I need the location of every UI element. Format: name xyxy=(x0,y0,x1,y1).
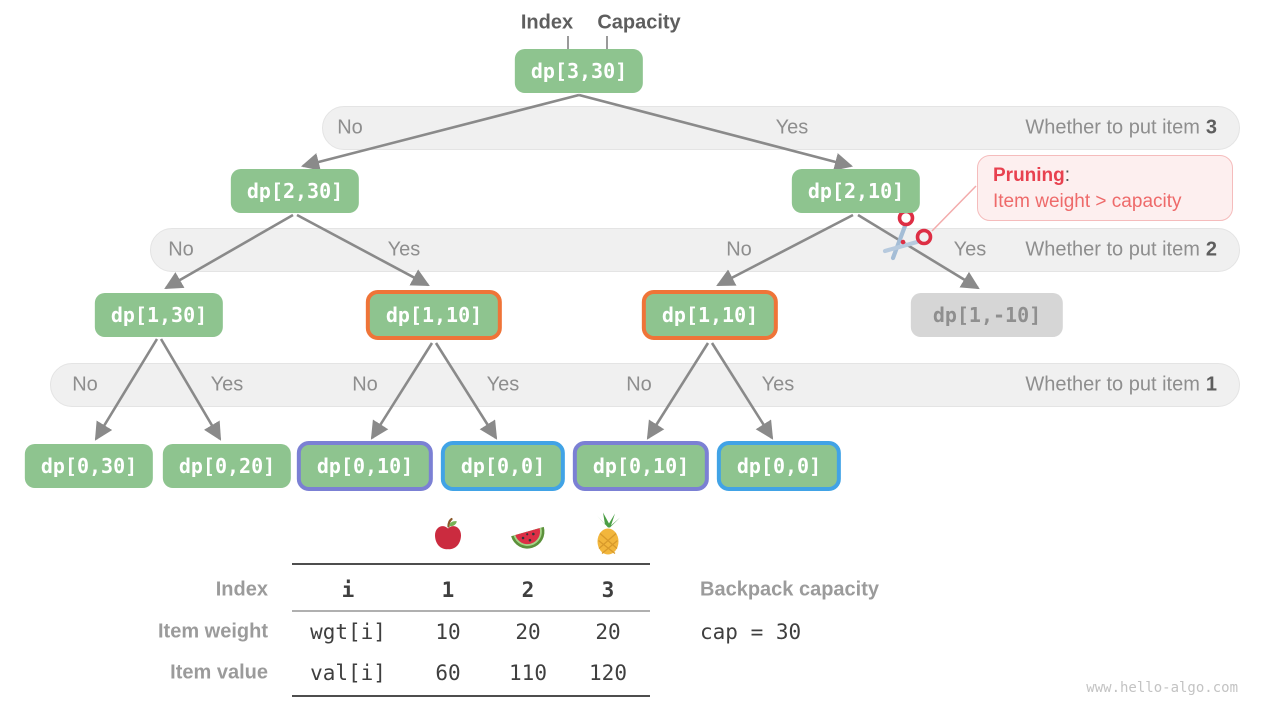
table-cell: 60 xyxy=(435,661,461,685)
table-cell: 120 xyxy=(589,661,627,685)
band-label-yes: Yes xyxy=(953,238,987,261)
node-dp-0-0-a: dp[0,0] xyxy=(440,441,566,491)
band-item-number: 2 xyxy=(1205,238,1217,261)
node-dp-2-30: dp[2,30] xyxy=(230,169,360,213)
node-dp-2-10: dp[2,10] xyxy=(791,169,921,213)
pruning-title-line: Pruning: xyxy=(993,163,1232,189)
band-title-text: Whether to put item xyxy=(1025,373,1200,396)
node-dp-1-30: dp[1,30] xyxy=(94,293,224,337)
apple-icon xyxy=(432,517,464,558)
table-cell: 10 xyxy=(435,620,461,644)
index-legend-label: Index xyxy=(520,11,574,34)
table-cell: 110 xyxy=(509,661,547,685)
pineapple-icon xyxy=(590,512,626,562)
node-dp-1-10-b: dp[1,10] xyxy=(641,290,779,340)
table-cell: 20 xyxy=(595,620,621,644)
backpack-capacity-value: cap = 30 xyxy=(700,620,802,644)
band-label-yes: Yes xyxy=(775,116,809,139)
pruning-body: Item weight > capacity xyxy=(993,191,1182,212)
band-label-no: No xyxy=(626,373,652,396)
band-title-text: Whether to put item xyxy=(1025,116,1200,139)
table-row-label-value: Item value xyxy=(170,661,268,684)
pruning-pointer-line xyxy=(931,185,977,232)
backpack-capacity-label: Backpack capacity xyxy=(700,578,880,601)
table-header-cell: 3 xyxy=(601,578,615,602)
band-label-yes: Yes xyxy=(761,373,795,396)
band-item-number: 1 xyxy=(1205,373,1217,396)
band-label-no: No xyxy=(726,238,752,261)
table-rule-middle xyxy=(292,610,650,612)
band-label-no: No xyxy=(352,373,378,396)
band-item-number: 3 xyxy=(1205,116,1217,139)
band-label-yes: Yes xyxy=(387,238,421,261)
node-dp-0-0-b: dp[0,0] xyxy=(716,441,842,491)
node-dp-1-10-a: dp[1,10] xyxy=(365,290,503,340)
band-label-no: No xyxy=(168,238,194,261)
table-header-cell: 2 xyxy=(521,578,535,602)
band-label-no: No xyxy=(337,116,363,139)
table-row-label-index: Index xyxy=(215,578,268,601)
node-dp-0-10-a: dp[0,10] xyxy=(296,441,434,491)
band-title-text: Whether to put item xyxy=(1025,238,1200,261)
band-label-no: No xyxy=(72,373,98,396)
table-cell: val[i] xyxy=(310,661,386,685)
watermelon-icon xyxy=(506,518,550,559)
node-dp-0-30: dp[0,30] xyxy=(24,444,154,488)
band-label-yes: Yes xyxy=(210,373,244,396)
node-dp-0-20: dp[0,20] xyxy=(162,444,292,488)
pruning-colon: : xyxy=(1064,165,1071,186)
band-label-yes: Yes xyxy=(486,373,520,396)
table-row-label-weight: Item weight xyxy=(157,620,268,643)
table-cell: wgt[i] xyxy=(310,620,386,644)
table-rule-bottom xyxy=(292,695,650,697)
capacity-legend-label: Capacity xyxy=(597,11,681,34)
node-dp-0-10-b: dp[0,10] xyxy=(572,441,710,491)
pruning-title: Pruning xyxy=(993,165,1065,186)
node-dp-3-30: dp[3,30] xyxy=(514,49,644,93)
table-rule-top xyxy=(292,563,650,565)
pruning-callout: Pruning: Item weight > capacity xyxy=(977,155,1233,221)
table-cell: 20 xyxy=(515,620,541,644)
decision-band-item1: No Yes No Yes No Yes Whether to put item… xyxy=(50,363,1240,407)
watermark: www.hello-algo.com xyxy=(1086,680,1238,696)
table-header-cell: i xyxy=(341,578,355,602)
node-dp-1-neg10: dp[1,-10] xyxy=(910,293,1064,337)
table-header-cell: 1 xyxy=(441,578,455,602)
